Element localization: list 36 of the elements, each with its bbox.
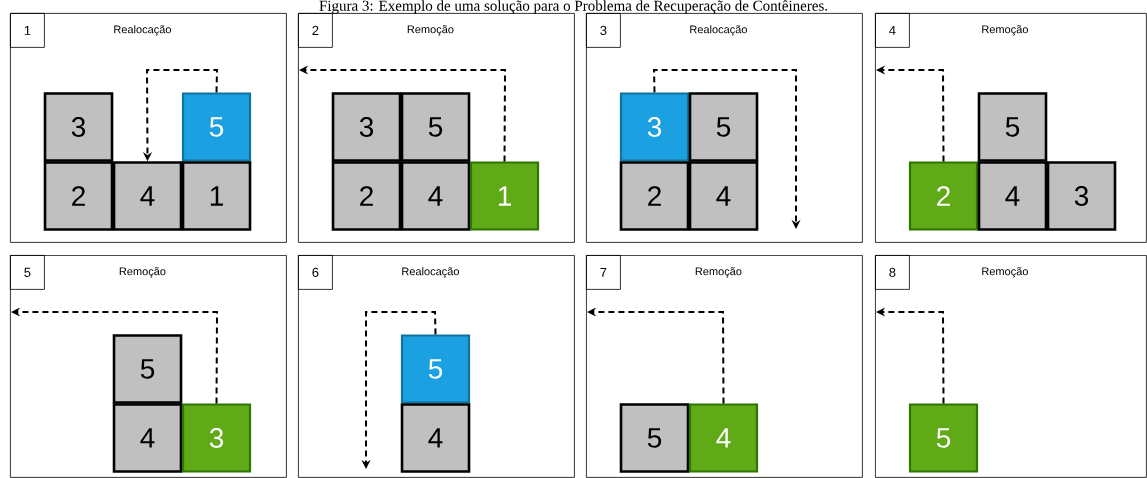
container-box: 2 [619,161,690,231]
step-number-box: 5 [10,255,45,290]
container-box: 5 [112,334,183,404]
container-box: 5 [619,403,690,473]
step-number-box: 7 [586,255,621,290]
container-box: 4 [688,403,759,473]
container-box: 4 [112,403,183,473]
container-box: 4 [977,161,1048,231]
container-box: 5 [400,92,471,162]
step-number-box: 1 [10,13,45,48]
figure-title: Figura 3: Exemplo de uma solução para o Problema de Recuperação de Contêineres. [319,0,828,14]
container-box: 1 [469,161,540,231]
container-box: 2 [908,161,979,231]
container-box: 2 [43,161,114,231]
step-number-box: 2 [298,13,333,48]
container-box: 5 [908,403,979,473]
container-box: 3 [43,92,114,162]
container-box: 2 [331,161,402,231]
container-box: 5 [688,92,759,162]
step-number-box: 3 [586,13,621,48]
step-number-box: 6 [298,255,333,290]
step-number-box: 4 [875,13,910,48]
container-box: 3 [181,403,252,473]
container-box: 5 [977,92,1048,162]
container-box: 4 [400,161,471,231]
container-box: 3 [1046,161,1117,231]
container-box: 5 [181,92,252,162]
container-box: 4 [112,161,183,231]
container-box: 5 [400,334,471,404]
container-box: 4 [688,161,759,231]
container-box: 3 [619,92,690,162]
container-box: 3 [331,92,402,162]
move-arrow [653,69,801,229]
container-box: 4 [400,403,471,473]
container-box: 1 [181,161,252,231]
step-number-box: 8 [875,255,910,290]
